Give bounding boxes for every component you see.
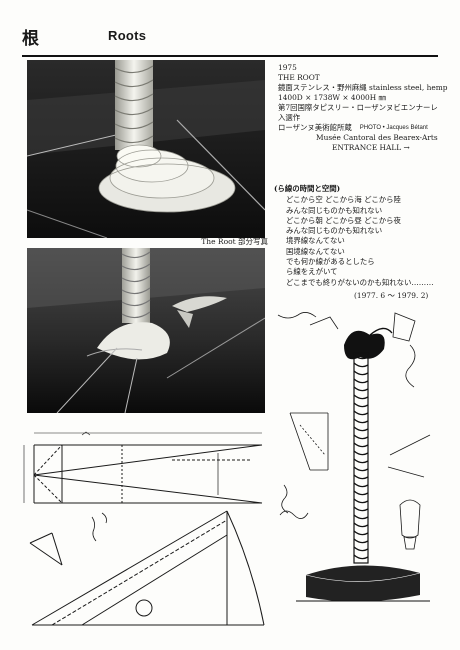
rope-column-sketch [277, 312, 431, 602]
rope-coil-photo [27, 60, 265, 238]
poem-line: 国境線なんてない [286, 246, 345, 256]
artwork-year: 1975 [278, 63, 297, 72]
poem-title: (ら線の時間と空間) [274, 184, 341, 193]
poem: (ら線の時間と空間) どこから空 どこから海 どこから陸 みんな同じものかも知れ… [274, 184, 454, 301]
artwork-materials: 鏡面ステンレス・野州麻縄 stainless steel, hemp [278, 83, 448, 92]
poem-date: (1977. 6 〜 1979. 2) [354, 290, 429, 300]
english-title: Roots [108, 28, 147, 43]
technical-drawings [22, 425, 272, 637]
wedge-blueprint-sketch [23, 431, 265, 626]
poem-line: みんな同じものかも知れない [286, 226, 383, 236]
rope-fish-photo [27, 248, 265, 413]
poem-line: ら線をえがいて [286, 267, 338, 277]
selection-note: 入選作 [278, 113, 301, 122]
sculpture-sketch [270, 305, 450, 635]
artwork-title: THE ROOT [278, 73, 320, 82]
poem-line: 境界線なんてない [286, 236, 345, 246]
photo-caption: The Root 部分写真 [201, 237, 268, 246]
kanji-title: 根 [22, 29, 39, 49]
collection-line: ローザンヌ美術館所蔵 PHOTO • Jacques Bétant [278, 123, 450, 133]
exhibition-name: 第7回国際タピスリー・ローザンヌビエンナーレ [278, 103, 438, 112]
artwork-dimensions: 1400D × 1738W × 4000H ㎜ [278, 93, 386, 102]
detail-photo [27, 248, 265, 413]
poem-line: どこまでも終りがないのかも知れない……… [286, 277, 434, 287]
collection: ローザンヌ美術館所蔵 [278, 123, 352, 132]
photo-credit: PHOTO • Jacques Bétant [359, 125, 428, 131]
installation-photo [27, 60, 265, 238]
header-rule [22, 55, 438, 57]
museum-name: Musée Cantoral des Bearex-Arts [316, 133, 438, 142]
artwork-info: 1975 THE ROOT 鏡面ステンレス・野州麻縄 stainless ste… [278, 63, 450, 153]
poem-line: どこから空 どこから海 どこから陸 [286, 195, 401, 205]
entrance-location: ENTRANCE HALL → [332, 143, 410, 152]
poem-line: でも何か線があるとしたら [286, 257, 375, 267]
poem-line: みんな同じものかも知れない [286, 205, 383, 215]
poem-line: どこから朝 どこから昼 どこから夜 [286, 215, 401, 225]
page-header: 根 Roots [0, 0, 460, 58]
